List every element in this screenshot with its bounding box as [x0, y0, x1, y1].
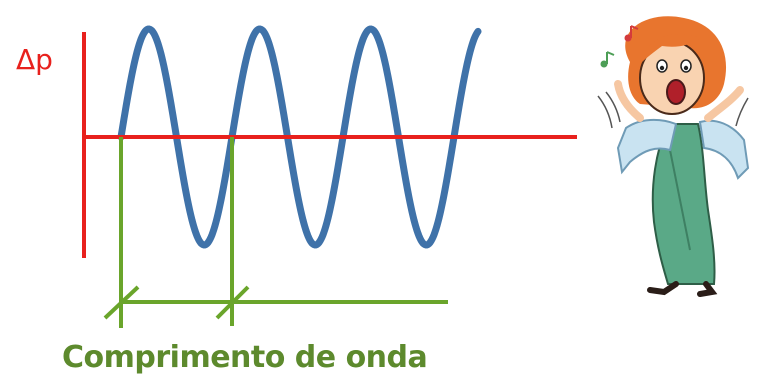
singing-woman-icon	[597, 16, 750, 297]
wavelength-caption: Comprimento de onda	[62, 340, 428, 375]
wavelength-start-tick	[103, 285, 140, 320]
music-note-red-icon	[624, 25, 639, 42]
pressure-wave	[117, 25, 482, 249]
pressure-label: Δp	[16, 43, 53, 76]
wavelength-end-tick	[215, 285, 250, 320]
wavelength-measure	[103, 137, 448, 328]
music-note-green-icon	[600, 51, 615, 68]
